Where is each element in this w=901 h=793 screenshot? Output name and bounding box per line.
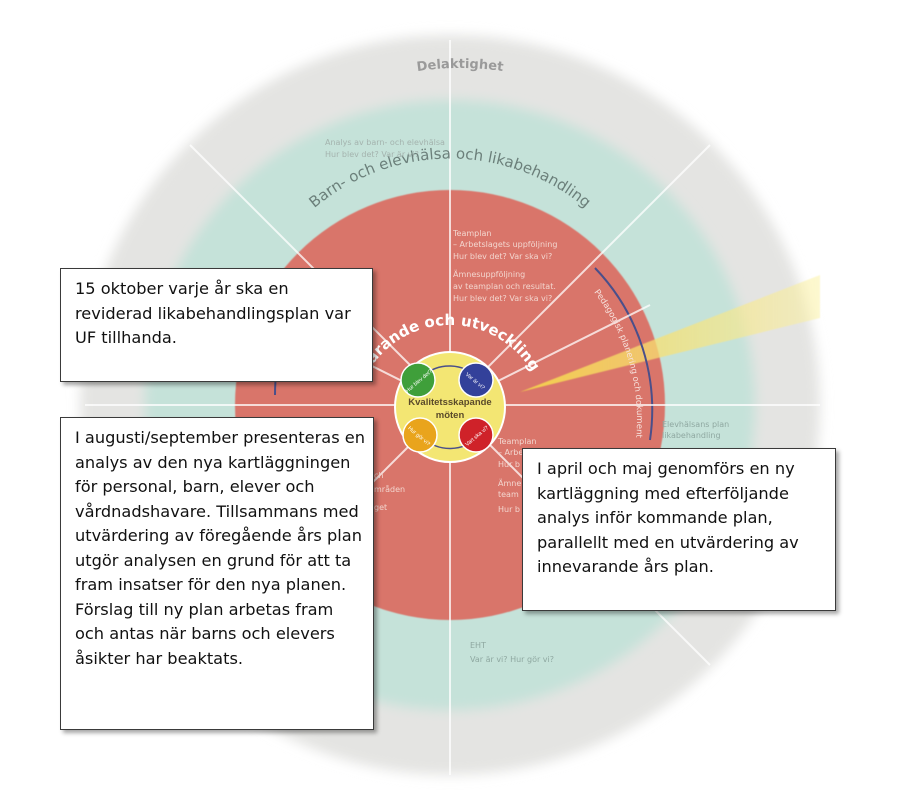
left-fragment-1: ch <box>374 471 383 480</box>
callout-october: 15 oktober varje år ska en reviderad lik… <box>60 268 373 382</box>
outer-note-line2: Hur blev det? Var är vi? <box>325 150 419 159</box>
center-label-line1: Kvalitetsskapande <box>408 397 491 408</box>
callout-october-text: 15 oktober varje år ska en reviderad lik… <box>75 279 351 347</box>
inner-note-2-line1: Ämnesuppföljning <box>453 269 525 279</box>
left-fragment-3: get <box>374 503 387 512</box>
inner-note-4-line1: Ämne <box>498 478 521 488</box>
bottom-note-line1: EHT <box>470 641 486 650</box>
callout-april-text: I april och maj genomförs en ny kartlägg… <box>537 459 799 576</box>
outer-note-line1: Analys av barn- och elevhälsa <box>325 138 445 147</box>
circle-blue <box>458 362 494 398</box>
left-fragment-2: mråden <box>374 484 405 494</box>
inner-note-4-line2: team <box>498 490 519 499</box>
callout-august-september: I augusti/september presenteras en analy… <box>60 417 374 730</box>
inner-note-2-line2: av teamplan och resultat. <box>453 282 556 291</box>
inner-arc-right <box>594 267 654 441</box>
bottom-note-line2: Var är vi? Hur gör vi? <box>470 655 554 664</box>
callout-august-text: I augusti/september presenteras en analy… <box>75 428 366 668</box>
circle-orange <box>402 417 438 453</box>
inner-note-3-line3: Hur b <box>498 460 520 469</box>
right-note-line2: likabehandling <box>662 431 721 440</box>
inner-note-1-line2: – Arbetslagets uppföljning <box>453 240 557 249</box>
circle-red <box>458 417 494 453</box>
inner-note-3-line1: Teamplan <box>497 437 536 446</box>
inner-note-1-line1: Teamplan <box>452 229 491 238</box>
circle-green <box>400 362 436 398</box>
inner-note-4-line3: Hur b <box>498 505 520 514</box>
inner-note-2-line3: Hur blev det? Var ska vi? <box>453 294 552 303</box>
highlight-beam <box>520 275 820 392</box>
center-label-line2: möten <box>436 410 465 421</box>
callout-april-may: I april och maj genomförs en ny kartlägg… <box>522 448 836 611</box>
right-note-line1: Elevhälsans plan <box>662 420 729 429</box>
inner-note-1-line3: Hur blev det? Var ska vi? <box>453 252 552 261</box>
outer-ring-label: Delaktighet <box>416 57 504 75</box>
inner-note-3-line2: – Arbe <box>498 448 523 457</box>
